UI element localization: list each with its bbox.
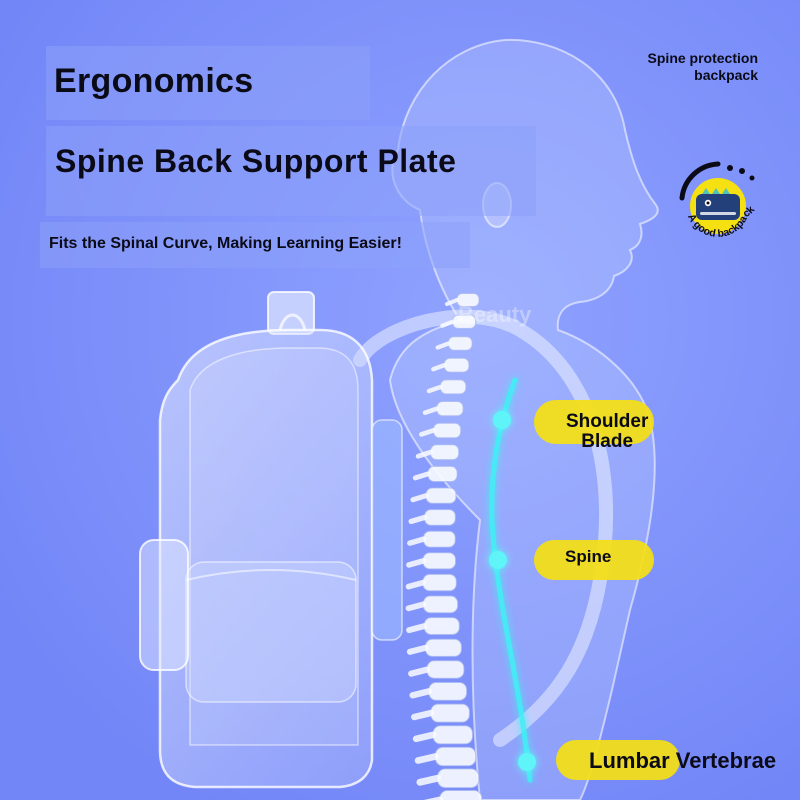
vertebra-process	[406, 558, 426, 568]
vertebra-process	[412, 731, 437, 743]
badge: A good backpack	[679, 161, 757, 240]
badge-arc	[679, 161, 721, 201]
vertebra	[425, 638, 462, 657]
vertebra	[439, 379, 467, 395]
vertebra	[437, 768, 480, 789]
vertebra-process	[435, 341, 451, 350]
vertebra	[436, 401, 464, 417]
vertebra-process	[406, 644, 429, 655]
callout-lumbar: Lumbar Vertebrae	[589, 748, 777, 773]
vertebra	[427, 465, 458, 482]
vertebra-process	[422, 406, 440, 416]
corner-label-line1: Spine protection	[647, 50, 758, 66]
vertebra-process	[426, 384, 443, 394]
callout-pills	[534, 400, 680, 780]
vertebra	[433, 422, 462, 439]
vertebra-process	[440, 319, 455, 328]
callout-pill-shoulder	[534, 400, 654, 444]
vertebra-process	[416, 774, 442, 786]
marker-dot-spine	[489, 551, 507, 569]
vertebra	[430, 444, 460, 461]
skeletal-spine	[405, 293, 483, 800]
vertebra-process	[408, 666, 431, 677]
vertebra-process	[445, 298, 459, 306]
marker-dot-shoulder	[493, 411, 511, 429]
vertebra-process	[406, 623, 428, 634]
watermark: Beauty	[458, 302, 532, 327]
vertebra	[428, 682, 468, 701]
vertebra	[422, 595, 459, 614]
page-title: Ergonomics	[54, 62, 254, 100]
vertebra	[443, 357, 470, 373]
vertebra-process	[411, 709, 435, 721]
vertebra-process	[408, 514, 428, 525]
vertebra	[432, 725, 474, 745]
spine-markers	[489, 411, 536, 771]
backpack	[139, 291, 403, 789]
vertebra-process	[410, 493, 429, 503]
vertebra-process	[405, 579, 426, 590]
vertebra	[430, 703, 470, 723]
vertebra	[423, 617, 460, 635]
title-band-1	[46, 46, 370, 120]
page-subtitle: Spine Back Support Plate	[55, 143, 457, 179]
tagline: Fits the Spinal Curve, Making Learning E…	[49, 235, 402, 252]
vertebra	[426, 660, 465, 679]
corner-label: Spine protection backpack	[648, 50, 758, 84]
vertebra	[422, 573, 457, 592]
title-band-2	[46, 126, 536, 216]
vertebra	[423, 530, 456, 548]
vertebra	[434, 746, 477, 767]
vertebra-process	[414, 753, 439, 764]
dinosaur-mascot-icon	[696, 188, 740, 220]
callout-shoulder-line2: Blade	[581, 431, 634, 452]
vertebra-process	[412, 471, 431, 481]
vertebra	[424, 509, 456, 526]
vertebra-process	[405, 601, 427, 612]
callout-shoulder-blade: Shoulder Blade	[566, 412, 648, 452]
vertebra	[422, 552, 457, 570]
vertebra-process	[431, 363, 447, 372]
vertebra	[439, 790, 483, 800]
marker-dot-lumbar	[518, 753, 536, 771]
vertebra-process	[419, 428, 436, 437]
vertebra-process	[409, 688, 433, 699]
corner-label-line2: backpack	[694, 67, 758, 83]
callout-shoulder-line1: Shoulder	[566, 411, 649, 432]
vertebra-process	[407, 536, 427, 546]
vertebra-process	[415, 449, 434, 459]
callout-pill-lumbar	[556, 740, 680, 780]
title-band-3	[40, 222, 470, 268]
callout-spine: Spine	[565, 547, 612, 566]
callout-pill-spine	[534, 540, 654, 580]
vertebra	[447, 336, 473, 351]
vertebra	[425, 487, 457, 504]
